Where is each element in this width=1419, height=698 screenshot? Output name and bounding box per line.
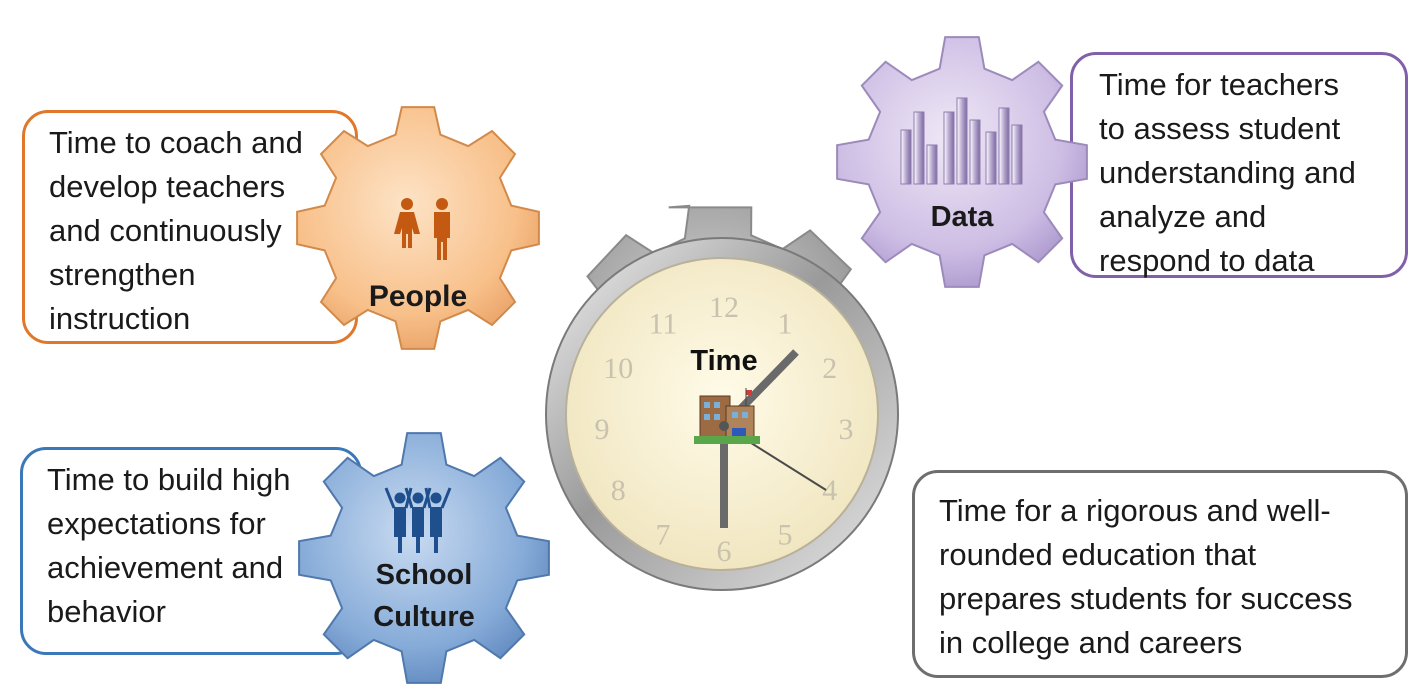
clock-number: 1 xyxy=(778,307,793,340)
time-line-3: prepares students for success xyxy=(939,581,1353,616)
clock-number: 11 xyxy=(649,307,678,340)
clock-label: Time xyxy=(690,345,757,377)
people-line-1: Time to coach and xyxy=(49,125,303,160)
culture-line-4: behavior xyxy=(47,594,166,629)
clock-number: 3 xyxy=(839,413,854,446)
data-line-5: respond to data xyxy=(1099,243,1315,278)
data-line-1: Time for teachers xyxy=(1099,67,1340,102)
clock-number: 2 xyxy=(822,352,837,385)
time-line-2: rounded education that xyxy=(939,537,1257,572)
bar-chart-icon xyxy=(900,97,1023,185)
data-gear-label: Data xyxy=(931,201,995,233)
people-line-5: instruction xyxy=(49,301,191,336)
culture-gear-label-2: Culture xyxy=(373,601,475,633)
students-cheering-icon xyxy=(384,487,452,553)
people-gear-label: People xyxy=(369,280,467,313)
clock-number: 7 xyxy=(656,519,671,552)
culture-line-3: achievement and xyxy=(47,550,284,585)
culture-line-2: expectations for xyxy=(47,506,266,541)
time-line-4: in college and careers xyxy=(939,625,1243,660)
culture-line-1: Time to build high xyxy=(47,462,291,497)
culture-gear-label-1: School xyxy=(376,559,473,591)
clock-number: 4 xyxy=(822,474,837,507)
culture-gear xyxy=(298,432,550,684)
clock-number: 5 xyxy=(778,519,793,552)
data-line-3: understanding and xyxy=(1099,155,1356,190)
clock-number: 9 xyxy=(595,413,610,446)
data-description-box: Time for teachers to assess student unde… xyxy=(1070,52,1408,278)
clock-number: 8 xyxy=(611,474,626,507)
clock-number: 6 xyxy=(717,535,732,568)
clock-number: 12 xyxy=(709,291,739,324)
data-line-4: analyze and xyxy=(1099,199,1267,234)
people-line-2: develop teachers xyxy=(49,169,286,204)
people-line-4: strengthen xyxy=(49,257,196,292)
time-line-1: Time for a rigorous and well- xyxy=(939,493,1331,528)
school-building-icon xyxy=(694,388,760,444)
people-line-3: and continuously xyxy=(49,213,282,248)
people-icon xyxy=(394,198,450,260)
time-description-box: Time for a rigorous and well- rounded ed… xyxy=(912,470,1408,678)
clock-number: 10 xyxy=(603,352,633,385)
data-line-2: to assess student xyxy=(1099,111,1341,146)
clock-center xyxy=(719,421,729,431)
